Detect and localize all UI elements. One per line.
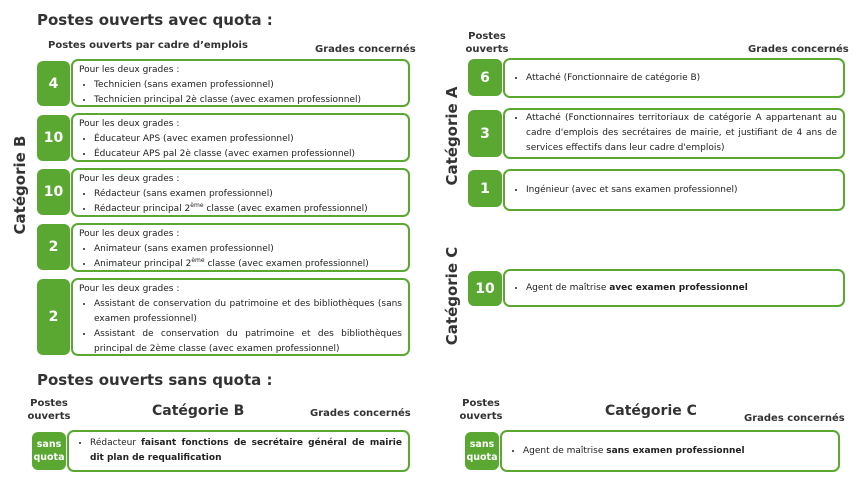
grade-item: Éducateur APS pal 2è classe (avec examen…: [94, 147, 402, 162]
cat-c-grades-1: Agent de maîtrise avec examen profession…: [503, 269, 845, 307]
sq-right-grades: Agent de maîtrise sans examen profession…: [500, 430, 840, 472]
grade-item: Rédacteur faisant fonctions de secrétair…: [90, 436, 402, 466]
grades-intro: Pour les deux grades :: [79, 229, 180, 239]
cat-b-col-left: Postes ouverts par cadre d’emplois: [48, 40, 248, 51]
cat-b-grades-2: Pour les deux grades : Éducateur APS (av…: [71, 113, 410, 162]
grade-item: Rédacteur principal 2ème classe (avec ex…: [94, 202, 402, 217]
sq-right-col-right: Grades concernés: [744, 413, 845, 424]
cat-a-count-1: 6: [468, 59, 502, 96]
grades-intro: Pour les deux grades :: [79, 174, 180, 184]
sq-left-col-left: Postes ouverts: [27, 398, 71, 422]
cat-b-count-4: 2: [37, 224, 70, 270]
grade-item: Agent de maîtrise sans examen profession…: [523, 444, 745, 459]
cat-b-count-3: 10: [37, 169, 70, 215]
quota-title: Postes ouverts avec quota :: [37, 11, 273, 29]
grade-item: Agent de maîtrise avec examen profession…: [526, 281, 748, 296]
grade-item: Assistant de conservation du patrimoine …: [94, 297, 402, 327]
cat-b-count-2: 10: [37, 115, 70, 161]
grades-intro: Pour les deux grades :: [79, 284, 180, 294]
cat-b-grades-5: Pour les deux grades : Assistant de cons…: [71, 278, 410, 356]
grade-item: Éducateur APS (avec examen professionnel…: [94, 132, 402, 147]
sq-left-col-right: Grades concernés: [310, 408, 411, 419]
cat-a-col-left: Postes ouverts: [465, 31, 509, 55]
cat-a-count-3: 1: [468, 170, 502, 207]
sq-right-col-left: Postes ouverts: [459, 398, 503, 422]
cat-b-col-right: Grades concernés: [315, 44, 416, 55]
cat-b-vertical-label: Catégorie B: [11, 135, 29, 235]
sq-right-category: Catégorie C: [605, 403, 697, 419]
grade-item: Technicien (sans examen professionnel): [94, 78, 402, 93]
cat-a-count-2: 3: [468, 110, 502, 157]
cat-b-grades-4: Pour les deux grades : Animateur (sans e…: [71, 223, 410, 272]
sans-quota-title: Postes ouverts sans quota :: [37, 371, 273, 389]
cat-a-vertical-label: Catégorie A: [443, 86, 461, 186]
cat-b-grades-1: Pour les deux grades : Technicien (sans …: [71, 59, 410, 107]
sq-right-count: sans quota: [465, 432, 499, 470]
sq-left-category: Catégorie B: [152, 403, 245, 419]
cat-a-col-right: Grades concernés: [748, 44, 849, 55]
cat-b-count-1: 4: [37, 61, 70, 106]
cat-a-grades-2: Attaché (Fonctionnaires territoriaux de …: [503, 108, 845, 159]
grades-intro: Pour les deux grades :: [79, 119, 180, 129]
grades-intro: Pour les deux grades :: [79, 65, 180, 75]
grade-item: Technicien principal 2è classe (avec exa…: [94, 93, 402, 108]
cat-a-grades-3: Ingénieur (avec et sans examen professio…: [503, 169, 845, 211]
cat-b-count-5: 2: [37, 279, 70, 355]
sq-left-count: sans quota: [32, 432, 66, 470]
grade-item: Rédacteur (sans examen professionnel): [94, 187, 402, 202]
sq-left-grades: Rédacteur faisant fonctions de secrétair…: [67, 430, 410, 472]
cat-a-grades-1: Attaché (Fonctionnaire de catégorie B): [503, 58, 845, 98]
cat-c-vertical-label: Catégorie C: [443, 246, 461, 346]
grade-item: Attaché (Fonctionnaire de catégorie B): [526, 71, 700, 86]
grade-item: Animateur (sans examen professionnel): [94, 242, 402, 257]
grade-item: Assistant de conservation du patrimoine …: [94, 327, 402, 357]
grade-item: Attaché (Fonctionnaires territoriaux de …: [526, 111, 837, 156]
cat-b-grades-3: Pour les deux grades : Rédacteur (sans e…: [71, 168, 410, 217]
grade-item: Animateur principal 2ème classe (avec ex…: [94, 257, 402, 272]
grade-item: Ingénieur (avec et sans examen professio…: [526, 183, 738, 198]
cat-c-count-1: 10: [468, 271, 502, 306]
